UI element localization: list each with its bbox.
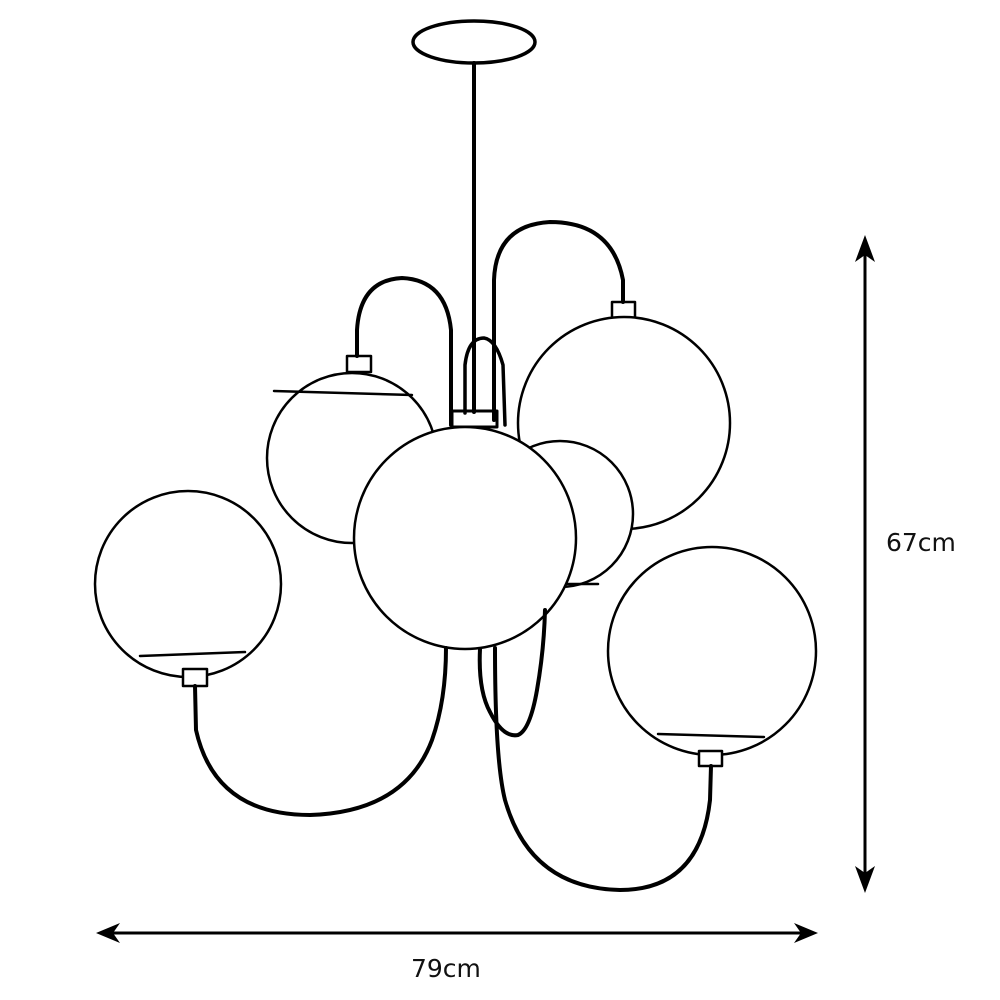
- socket-right: [697, 749, 724, 768]
- globe-left: [93, 489, 283, 679]
- globe-right: [606, 545, 818, 757]
- socket-upper-left: [345, 354, 373, 374]
- arm-upper-right: [492, 220, 625, 422]
- arm-lower-left: [193, 646, 448, 817]
- height-dimension-label: 67cm: [886, 528, 956, 557]
- arm-upper-left: [355, 276, 453, 427]
- globe-center: [352, 425, 578, 651]
- height-dimension-line: [855, 235, 875, 893]
- arm-lower-center: [477, 608, 547, 738]
- arm-lower-right: [493, 646, 713, 892]
- hub-arch: [463, 336, 507, 427]
- socket-left: [181, 667, 209, 688]
- socket-upper-right: [610, 300, 637, 320]
- width-dimension-line: [96, 923, 818, 943]
- width-dimension-label: 79cm: [411, 954, 481, 983]
- ceiling-canopy: [411, 19, 537, 65]
